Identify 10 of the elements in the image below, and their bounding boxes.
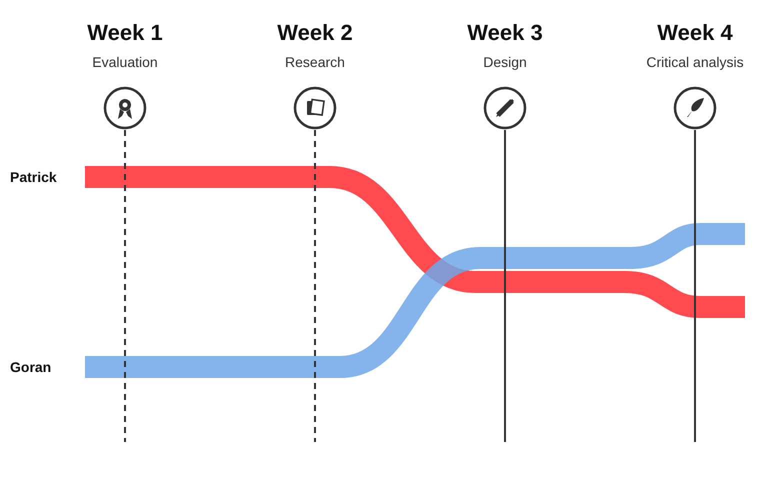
- person-name: Patrick: [10, 169, 57, 185]
- phase-label: Research: [285, 54, 345, 70]
- person-name: Goran: [10, 359, 52, 375]
- phase-label: Critical analysis: [646, 54, 744, 70]
- phase-label: Evaluation: [92, 54, 158, 70]
- week-heading: Week 1: [87, 20, 163, 46]
- week-heading: Week 3: [467, 20, 543, 46]
- week-heading: Week 2: [277, 20, 353, 46]
- week-heading: Week 4: [657, 20, 733, 46]
- phase-label: Design: [483, 54, 527, 70]
